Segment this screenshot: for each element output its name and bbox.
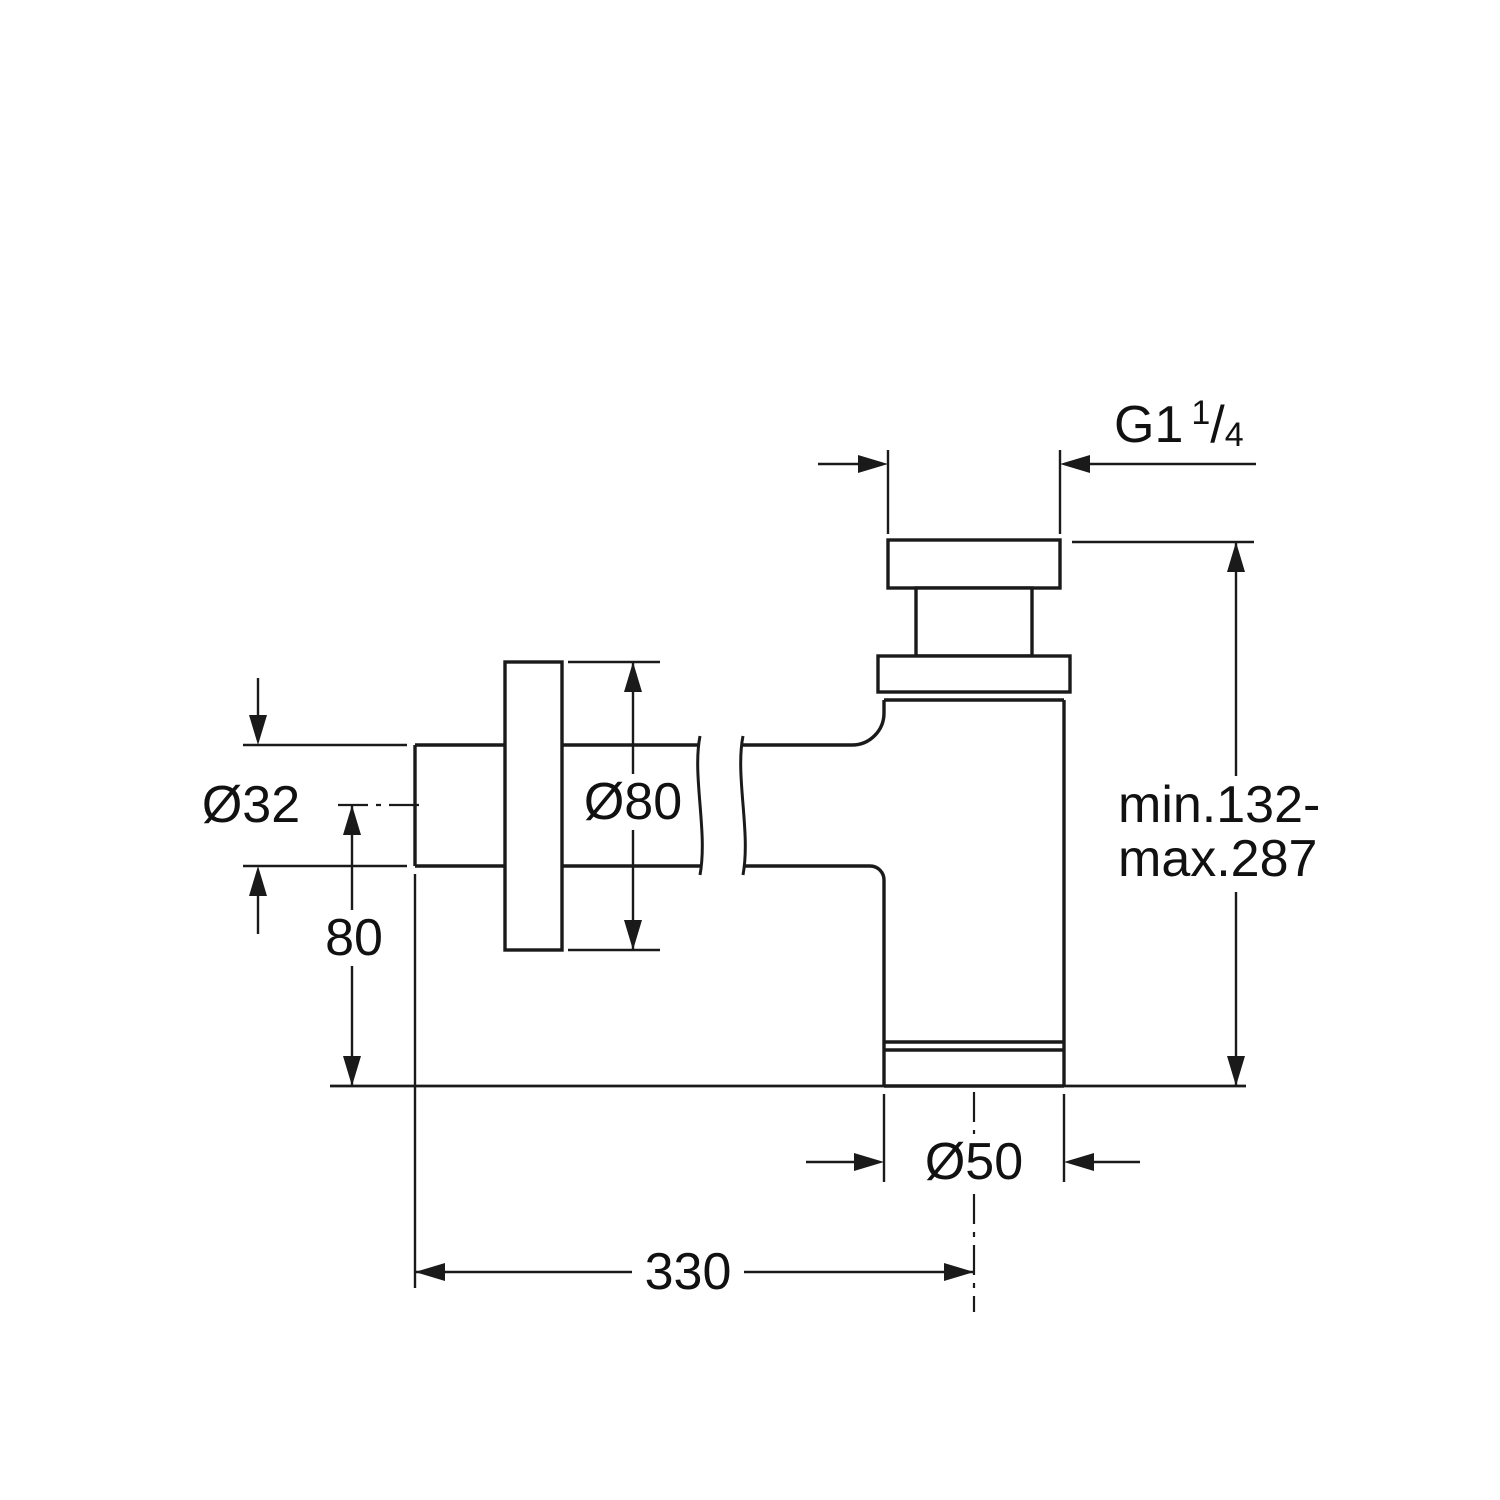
- arrowhead-right: [858, 455, 888, 473]
- arrowhead-down: [624, 920, 642, 950]
- trap-cup-body: [851, 698, 1066, 1088]
- arrowhead-up: [1227, 542, 1245, 572]
- thread-base-text: G1: [1114, 396, 1183, 454]
- label-background: [320, 910, 388, 966]
- pipe-axis-height-dimension: 80: [320, 805, 388, 1086]
- trap-object: [413, 538, 1072, 1088]
- arrowhead-down: [249, 715, 267, 745]
- arrowhead-left: [1060, 455, 1090, 473]
- pipe-axis-height-label: 80: [325, 909, 383, 967]
- label-background: [1110, 776, 1372, 892]
- thread-slash-text: /: [1210, 396, 1225, 454]
- arrowhead-left: [415, 1263, 445, 1281]
- body-diameter-dimension: Ø50: [806, 1094, 1140, 1191]
- inlet-neck: [914, 586, 1034, 658]
- arrowhead-right: [854, 1153, 884, 1171]
- pipe-body-fillet-bottom: [869, 864, 886, 881]
- wall-rosette: [503, 660, 564, 952]
- arrowhead-up: [249, 866, 267, 896]
- arrowhead-down: [1227, 1056, 1245, 1086]
- pipe-break-line-left: [696, 735, 704, 876]
- rosette-diameter-dimension: Ø80: [568, 660, 696, 952]
- arrowhead-left: [1064, 1153, 1094, 1171]
- label-background: [906, 1134, 1042, 1190]
- arrowhead-right: [944, 1263, 974, 1281]
- thread-denominator-text: 4: [1225, 416, 1244, 454]
- height-range-label-line2: max.287: [1118, 830, 1317, 888]
- label-background: [632, 1244, 744, 1300]
- pipe-diameter-dimension: Ø32: [202, 678, 407, 934]
- pipe-body-fillet-top: [851, 712, 886, 747]
- pipe-diameter-label: Ø32: [202, 776, 300, 834]
- locking-collar: [876, 654, 1072, 694]
- arrowhead-down: [343, 1056, 361, 1086]
- body-diameter-label: Ø50: [925, 1133, 1023, 1191]
- overall-length-dimension: 330: [413, 874, 974, 1301]
- label-background: [570, 774, 696, 830]
- height-range-label-line1: min.132-: [1118, 776, 1320, 834]
- pipe-break-line-right: [739, 735, 747, 876]
- rosette-diameter-label: Ø80: [584, 773, 682, 831]
- overall-length-label: 330: [645, 1243, 732, 1301]
- thread-numerator-text: 1: [1191, 394, 1210, 432]
- inlet-flange: [886, 538, 1062, 590]
- arrowhead-up: [624, 662, 642, 692]
- arrowhead-up: [343, 805, 361, 835]
- height-range-dimension: min.132- max.287: [1072, 540, 1372, 1086]
